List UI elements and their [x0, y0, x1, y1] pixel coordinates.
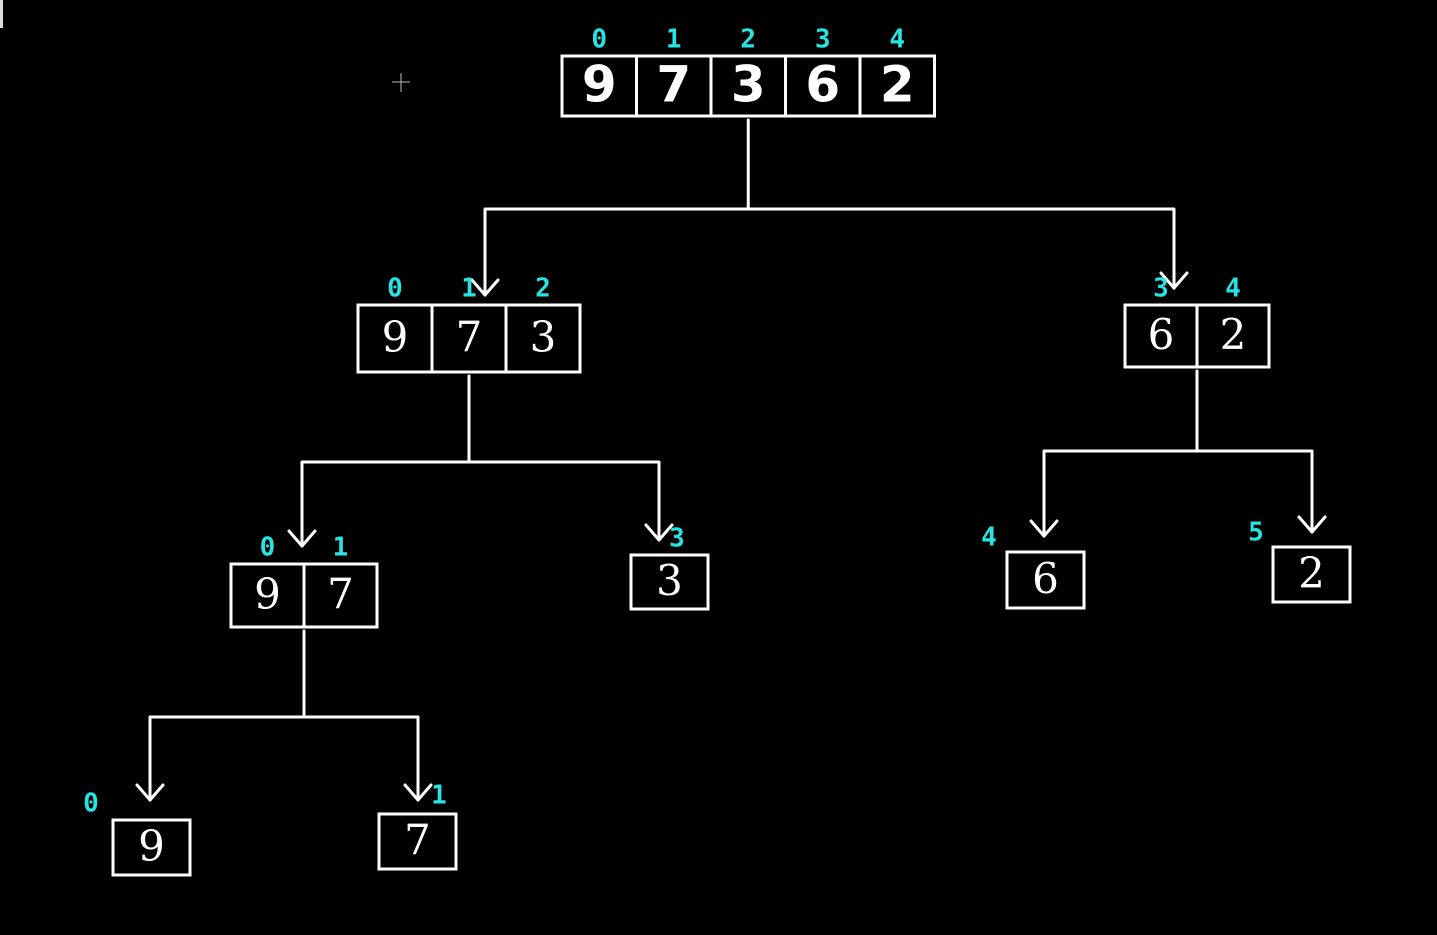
edge-root-l1: [470, 118, 750, 297]
cell-value: 7: [327, 570, 354, 619]
cell-value: 6: [1032, 554, 1059, 603]
array-cell: [302, 562, 379, 629]
cell-index: 1: [666, 25, 682, 55]
cell-index: 2: [740, 25, 756, 55]
arrowhead-icon: [403, 783, 433, 802]
array-cell: [504, 303, 582, 374]
edge-l1-l2a: [287, 374, 471, 548]
cell-value: 6: [1148, 310, 1175, 359]
edge-l1-l2b: [467, 460, 674, 542]
cell-index: 0: [387, 274, 403, 304]
edge-r1-r2a: [1029, 369, 1199, 538]
arrowhead-icon: [1297, 515, 1327, 534]
cell-index: 3: [669, 524, 685, 554]
cell-index: 1: [431, 781, 447, 811]
array-cell: [629, 553, 710, 611]
cell-index: 4: [1225, 274, 1241, 304]
crosshair-cursor-icon: [392, 73, 410, 92]
arrowhead-icon: [644, 523, 674, 542]
array-node-l3b: 71: [377, 781, 458, 871]
arrowhead-icon: [1159, 271, 1189, 290]
cell-index: 0: [591, 25, 607, 55]
array-node-r2a: 64: [981, 523, 1086, 610]
cell-value: 7: [456, 313, 483, 362]
cell-value: 7: [656, 56, 691, 114]
cell-value: 6: [805, 56, 840, 114]
cell-value: 2: [1220, 310, 1247, 359]
array-cell: [377, 812, 458, 871]
edge-r1-r2b: [1195, 449, 1327, 534]
array-cell: [858, 54, 936, 118]
array-node-r2b: 25: [1248, 518, 1352, 604]
arrowhead-icon: [470, 278, 500, 297]
array-cell: [1195, 303, 1271, 369]
cell-value: 7: [404, 816, 431, 865]
array-cell: [111, 818, 192, 877]
cell-index: 1: [333, 533, 349, 563]
cell-index: 3: [815, 25, 831, 55]
cell-index: 3: [1153, 274, 1169, 304]
arrowhead-icon: [287, 529, 317, 548]
arrowhead-icon: [1029, 519, 1059, 538]
cell-value: 3: [656, 556, 683, 605]
cell-index: 0: [260, 533, 276, 563]
cell-value: 9: [254, 570, 281, 619]
cell-index: 2: [535, 274, 551, 304]
window-edge-mark: [0, 0, 3, 28]
cell-index: 1: [461, 274, 477, 304]
cell-value: 3: [530, 313, 557, 362]
cell-value: 9: [382, 313, 409, 362]
array-cell: [1005, 550, 1086, 610]
array-cell: [1271, 545, 1352, 604]
cell-value: 9: [582, 56, 617, 114]
edges-layer: [135, 118, 1327, 802]
cell-index: 0: [83, 789, 99, 819]
array-node-l2b: 33: [629, 524, 710, 611]
cell-index: 4: [981, 523, 997, 553]
cell-value: 9: [138, 822, 165, 871]
cell-value: 2: [880, 56, 915, 114]
edge-l2a-l3b: [302, 715, 433, 802]
edge-root-r1: [746, 207, 1189, 290]
array-node-l3a: 90: [83, 789, 192, 877]
edge-l2a-l3a: [135, 629, 306, 802]
arrowhead-icon: [135, 783, 165, 802]
cell-value: 3: [731, 56, 766, 114]
cell-index: 4: [889, 25, 905, 55]
cell-index: 5: [1248, 518, 1264, 548]
cell-value: 2: [1298, 549, 1325, 598]
